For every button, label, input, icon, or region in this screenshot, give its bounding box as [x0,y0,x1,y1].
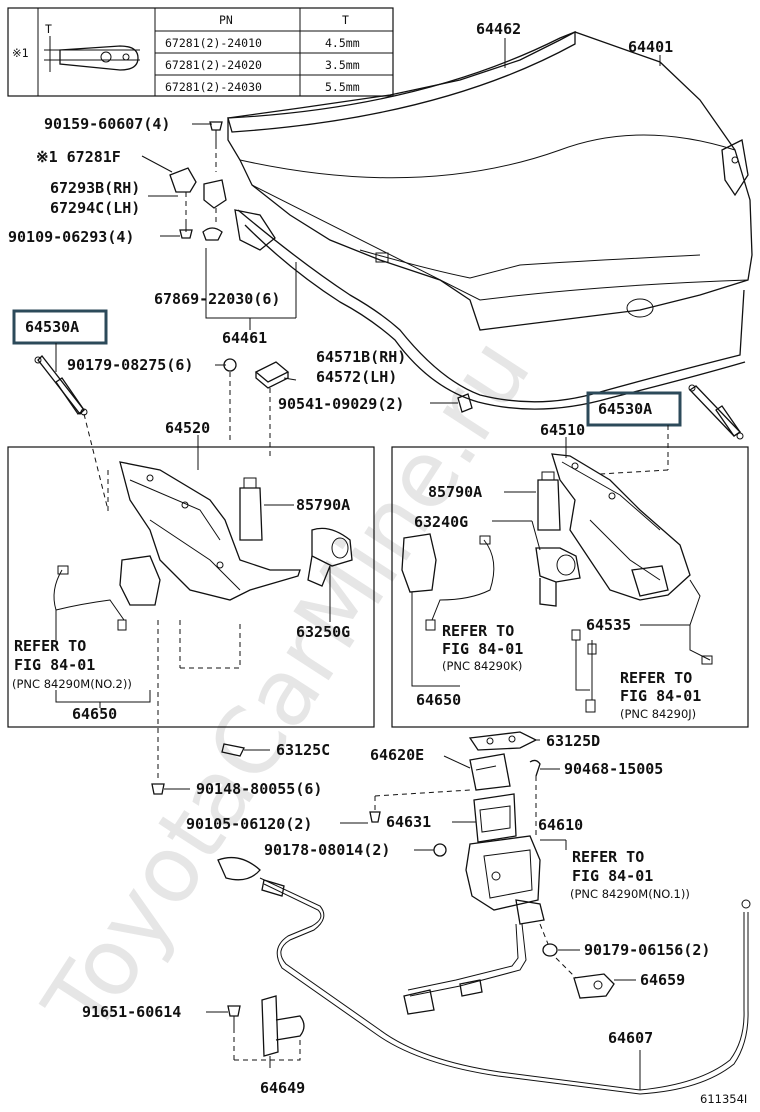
label-90468: 90468-15005 [564,760,663,778]
label-90179-08275: 90179-08275(6) [67,356,193,374]
cushion-90541 [457,393,473,413]
table-header-t: T [342,13,349,27]
bolt-91651 [206,1005,241,1028]
table-row-pn: 67281(2)-24010 [165,36,262,50]
label-90178: 90178-08014(2) [264,841,390,859]
ref-mid-line2: FIG 84-01 [442,640,523,658]
table-row-pn: 67281(2)-24030 [165,80,262,94]
shim-sketch: T [44,22,140,72]
label-64650-right: 64650 [416,691,461,709]
assembly-box-left [7,446,375,728]
ref-note-bottom: REFER TO FIG 84-01 (PNC 84290M(NO.1)) [570,848,690,901]
ref-mid-line1: REFER TO [442,622,514,640]
label-63240g: 63240G [414,513,468,531]
label-64530a-left: 64530A [25,318,79,336]
highlight-64530a-left [12,309,108,345]
lock-harness [403,923,527,1015]
ref-note-left: REFER TO FIG 84-01 (PNC 84290M(NO.2)) [12,637,132,691]
label-64650-left: 64650 [72,705,117,723]
label-90148: 90148-80055(6) [196,780,322,798]
bracket-63125d [468,731,540,751]
label-67293b: 67293B(RH) [50,179,140,197]
ref-bottom-line2: FIG 84-01 [572,867,653,885]
ref-right-line1: REFER TO [620,669,692,687]
nut-90179-08275 [223,358,237,440]
figure-code: 611354I [700,1092,747,1106]
ref-right-line2: FIG 84-01 [620,687,701,705]
right-box-leaders [411,437,690,687]
label-64530a-right: 64530A [598,400,652,418]
bracket-64649 [233,995,305,1068]
label-85790a-right: 85790A [428,483,482,501]
ref-left-line2: FIG 84-01 [14,656,95,674]
ref-note-right: REFER TO FIG 84-01 (PNC 84290J) [620,669,701,721]
label-67281f: ※1 67281F [36,148,121,166]
label-64610: 64610 [538,816,583,834]
luggage-door-panel [227,31,753,331]
label-64571b: 64571B(RH) [316,348,406,366]
left-hinge-assembly [53,461,353,780]
right-gas-strut [667,384,744,460]
label-64462: 64462 [476,20,521,38]
label-64607: 64607 [608,1029,653,1047]
ref-left-line3: (PNC 84290M(NO.2)) [12,677,132,691]
left-box-leaders [55,435,331,708]
highlight-64530a-right [586,391,682,427]
assembly-box-right [391,446,749,728]
ref-note-mid: REFER TO FIG 84-01 (PNC 84290K) [442,622,523,673]
label-64520: 64520 [165,419,210,437]
table-row-t: 5.5mm [325,80,360,94]
label-64461: 64461 [222,329,267,347]
label-90541: 90541-09029(2) [278,395,404,413]
left-gas-strut [34,343,109,511]
door-seal [237,209,746,410]
bolt-90148 [151,783,190,795]
table-row-t: 3.5mm [325,58,360,72]
dim-t-label: T [45,22,52,36]
label-63125d: 63125D [546,732,600,750]
ref-left-line1: REFER TO [14,637,86,655]
label-67294c: 67294C(LH) [50,199,140,217]
ref-mid-line3: (PNC 84290K) [442,659,522,673]
table-row-pn: 67281(2)-24020 [165,58,262,72]
label-64631: 64631 [386,813,431,831]
table-note-mark: ※1 [12,46,29,60]
ref-right-line3: (PNC 84290J) [620,707,696,721]
weatherstrip [227,31,576,133]
label-64535: 64535 [586,616,631,634]
label-64510: 64510 [540,421,585,439]
label-90109: 90109-06293(4) [8,228,134,246]
label-90105: 90105-06120(2) [186,815,312,833]
label-85790a-left: 85790A [296,496,350,514]
label-64620e: 64620E [370,746,424,764]
release-cable-64607 [217,856,751,1095]
ref-bottom-line3: (PNC 84290M(NO.1)) [570,887,690,901]
table-row-t: 4.5mm [325,36,360,50]
part-labels: 64462 64401 90159-60607(4) ※1 67281F 672… [8,20,747,1106]
label-64649: 64649 [260,1079,305,1097]
label-91651: 91651-60614 [82,1003,181,1021]
ref-bottom-line1: REFER TO [572,848,644,866]
label-63250g: 63250G [296,623,350,641]
label-64401: 64401 [628,38,673,56]
hinge-hardware [169,121,276,251]
leader-lines [141,38,661,404]
label-63125c: 63125C [276,741,330,759]
lock-cylinder-group [340,753,560,857]
protector-64659 [555,957,636,999]
right-hinge-assembly [401,453,713,713]
label-90179-06156: 90179-06156(2) [584,941,710,959]
nut-90179-06156 [539,923,580,957]
label-64572: 64572(LH) [316,368,397,386]
label-64659: 64659 [640,971,685,989]
table-header-pn: PN [219,13,233,27]
bracket-63125c [221,743,270,757]
cushion-64571b [254,361,290,460]
label-90159: 90159-60607(4) [44,115,170,133]
lock-assembly-64610 [465,835,567,925]
spec-table: ※1 PN T 67281(2)-24010 4.5mm 67281(2)-24… [7,7,394,97]
label-67869: 67869-22030(6) [154,290,280,308]
